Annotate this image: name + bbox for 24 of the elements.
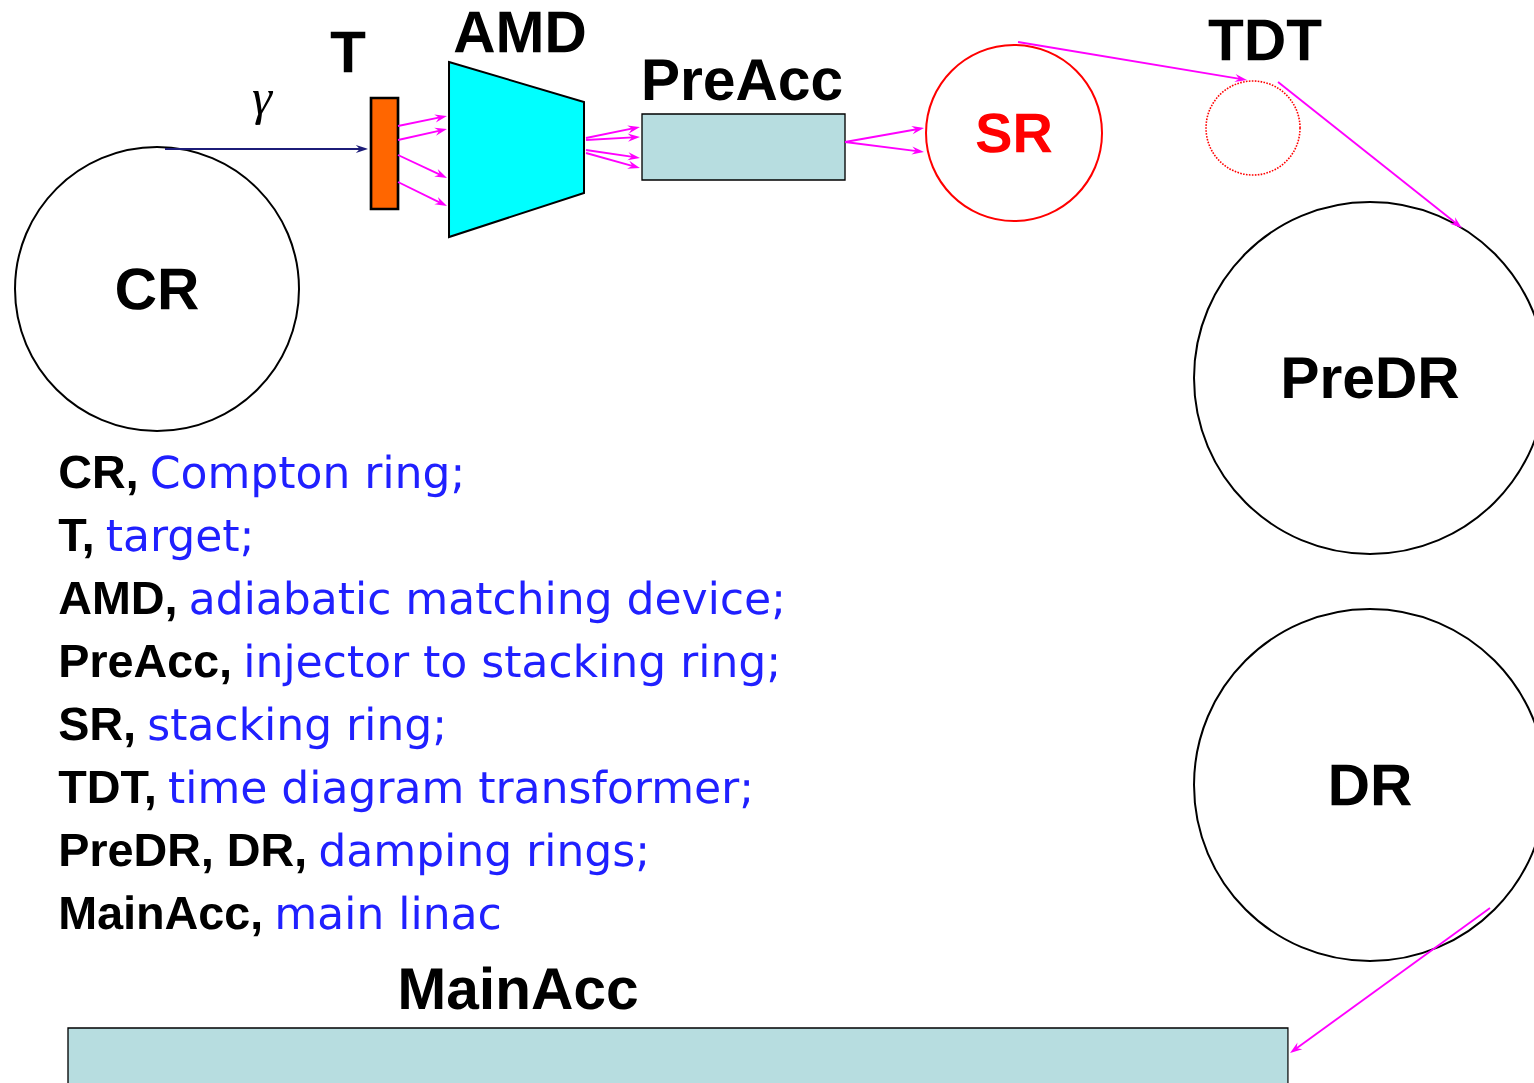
node-label: PreAcc — [644, 59, 842, 101]
target-block: T — [330, 31, 400, 211]
description-text: adiabatic matching device; — [191, 580, 781, 624]
edge-label: γ — [252, 91, 274, 126]
description-text: main linac — [278, 895, 500, 930]
term-label: MainAcc, — [61, 895, 260, 937]
description-text: injector to stacking ring; — [247, 643, 776, 687]
node-label: TDT — [1208, 19, 1322, 61]
description-text: Compton ring; — [152, 454, 461, 498]
accelerator-box: PreAcc — [641, 59, 846, 181]
description-text: time diagram transformer; — [169, 769, 749, 813]
term-label: T, — [58, 518, 92, 559]
term-label: SR, — [59, 707, 133, 748]
description-text: target; — [106, 520, 250, 561]
node-label: T — [330, 31, 366, 73]
term-label: PreDR, DR, — [61, 833, 304, 874]
node-label: MainAcc — [401, 966, 637, 1010]
description-text: damping rings; — [320, 832, 645, 876]
term-label: TDT, — [58, 770, 154, 811]
node-label: AMD — [454, 11, 585, 53]
description-text: stacking ring; — [149, 706, 442, 750]
term-label: AMD, — [59, 581, 175, 622]
accelerator-box: MainAcc — [67, 966, 1289, 1083]
term-label: PreAcc, — [61, 644, 229, 685]
